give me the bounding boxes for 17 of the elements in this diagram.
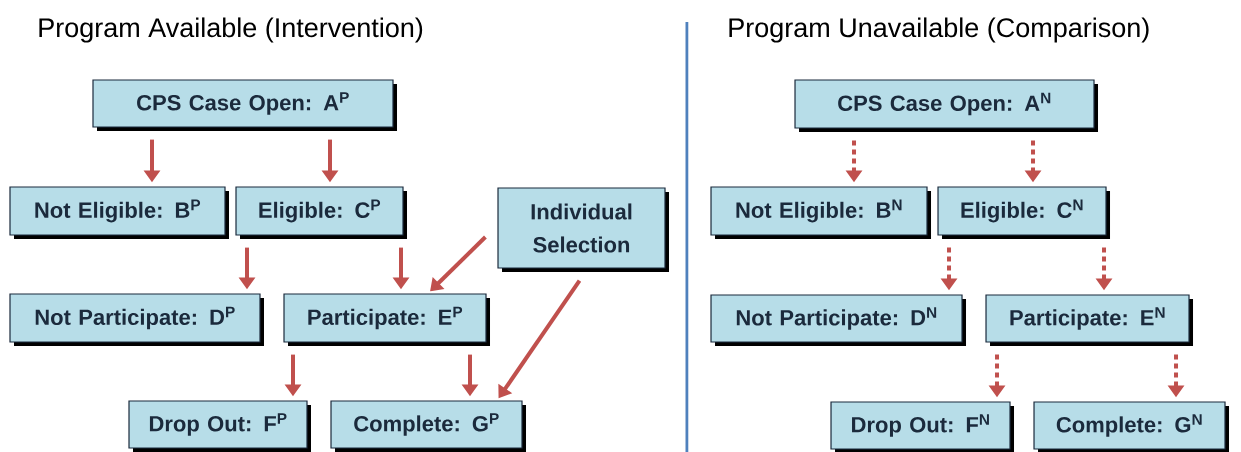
process-box: CPS Case Open: A$^{N}$ — [794, 79, 1098, 132]
process-box: Not Participate: D$^{P}$ — [9, 293, 264, 346]
panel-heading: Program Available (Intervention) — [39, 17, 423, 43]
process-box: CPS Case Open: A$^{P}$ — [92, 79, 397, 131]
process-box: Drop Out: F$^{N}$ — [830, 401, 1014, 452]
process-box: Not Eligible: B$^{N}$ — [710, 186, 931, 239]
process-box: Eligible: C$^{N}$ — [937, 186, 1110, 239]
panel-heading: Program Unavailable (Comparison) — [729, 17, 1149, 43]
process-box: Complete: G$^{N}$ — [1033, 401, 1229, 452]
process-box: Individual Selection — [497, 187, 669, 272]
process-box: Eligible: C$^{P}$ — [235, 186, 407, 239]
process-box: Drop Out: F$^{P}$ — [128, 400, 311, 452]
process-box: Participate: E$^{P}$ — [283, 293, 490, 346]
process-box: Not Participate: D$^{N}$ — [710, 294, 966, 346]
process-box: Complete: G$^{P}$ — [330, 400, 526, 452]
process-box: Participate: E$^{N}$ — [985, 294, 1193, 346]
process-box: Not Eligible: B$^{P}$ — [9, 186, 229, 239]
